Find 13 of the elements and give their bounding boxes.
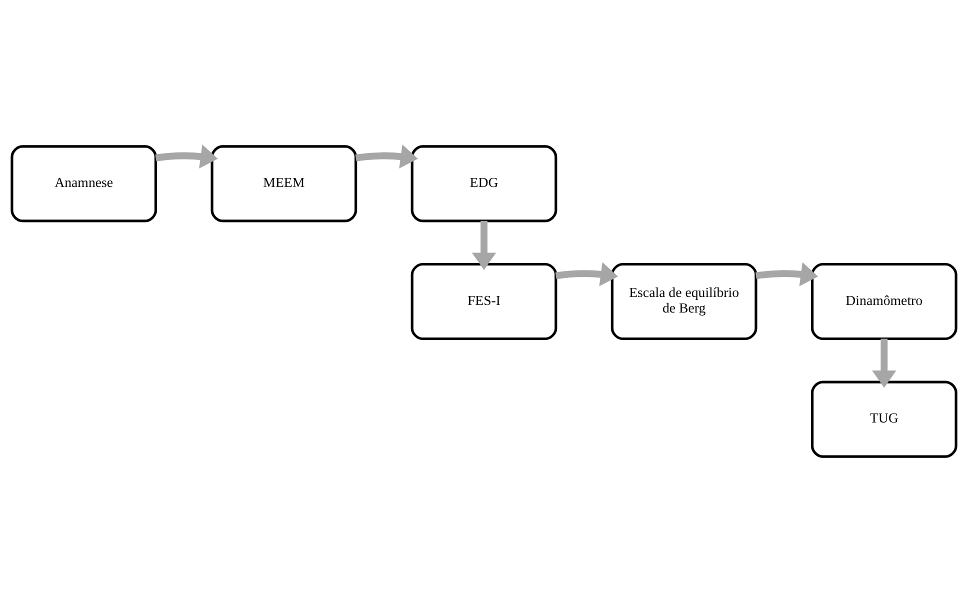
arrow (472, 220, 496, 270)
node-box: Anamnese (10, 145, 158, 222)
node-box: EDG (410, 145, 558, 222)
arrow (555, 262, 618, 286)
node-box: Dinamômetro (810, 262, 958, 340)
node-box: Escala de equilíbrio de Berg (610, 262, 758, 340)
arrow (355, 144, 418, 168)
node-box: MEEM (210, 145, 358, 222)
node-box: FES-I (410, 262, 558, 340)
arrow (872, 338, 896, 388)
arrow (755, 262, 818, 286)
node-box: TUG (810, 380, 958, 458)
arrow (155, 144, 218, 168)
